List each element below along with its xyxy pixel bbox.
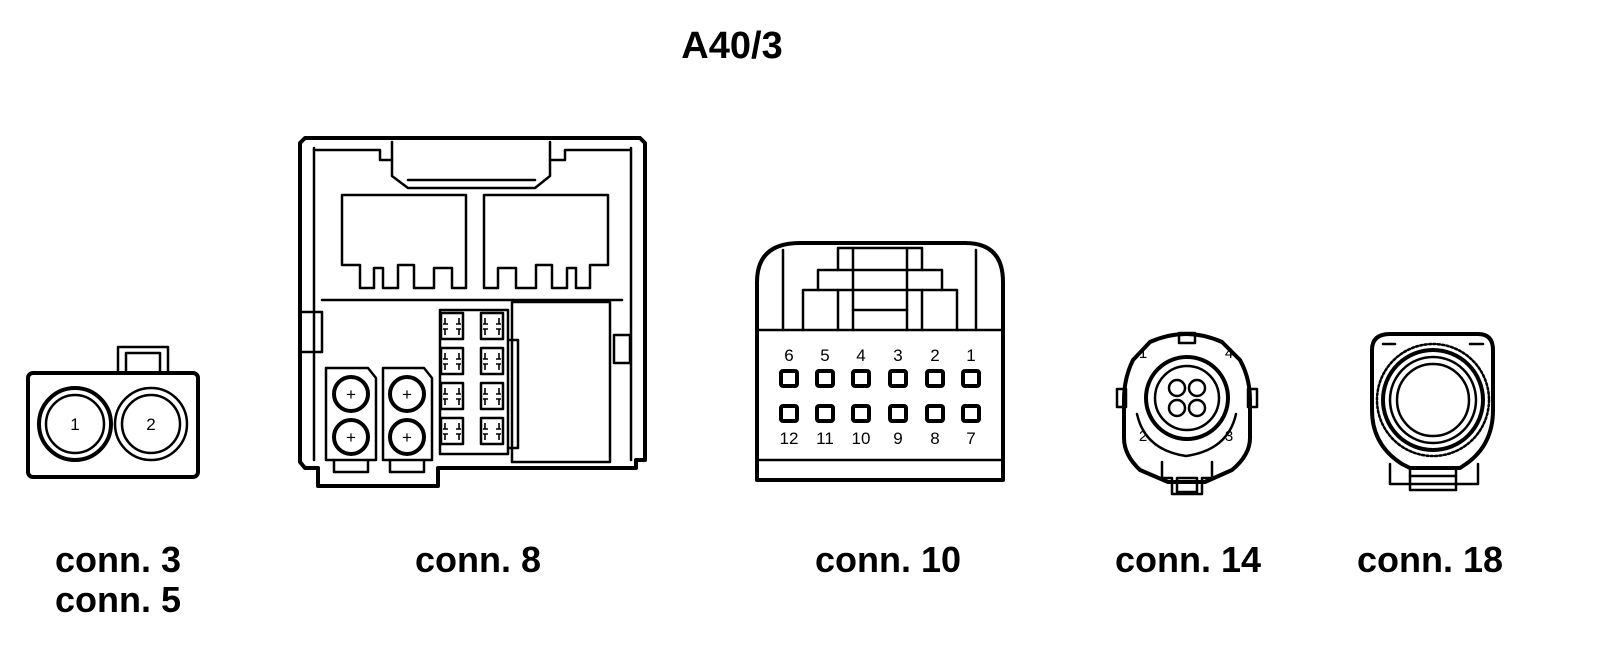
conn10-bottom-pin-12: 12 [780,429,799,448]
conn10-cavity-top-2 [815,369,835,388]
conn10-top-pin-1: 1 [966,346,975,365]
conn10-cavity-bottom-6 [961,404,981,423]
conn10-cavity-bottom-3 [851,404,871,423]
conn10-cavity-bottom-2 [815,404,835,423]
conn8-small-terminals [439,311,505,446]
connector-14: 1 4 2 3 [1115,331,1259,496]
conn10-cavity-bottom-5 [925,404,945,423]
conn10-bottom-pin-11: 11 [816,429,834,448]
conn10-top-pin-4: 4 [856,346,865,365]
conn3-label: conn. 3 [55,539,181,580]
conn10-bottom-pin-7: 7 [966,429,975,448]
conn14-pin-2: 2 [1139,428,1147,445]
conn10-bottom-pin-9: 9 [893,429,902,448]
conn10-cavity-bottom-1 [779,404,799,423]
conn8-terminal-5 [479,311,505,341]
conn8-pin-a: + [346,385,356,404]
conn14-pin-1: 1 [1139,345,1147,362]
conn10-bottom-pin-10: 10 [852,429,871,448]
connector-8: + + + + [298,136,647,488]
conn10-top-pin-5: 5 [820,346,829,365]
connector-3-5: 1 2 [26,345,200,479]
conn10-cavity-top-1 [779,369,799,388]
conn10-cavity-top-6 [961,369,981,388]
conn10-cavity-top-3 [851,369,871,388]
conn8-terminal-2 [439,346,465,376]
conn8-label: conn. 8 [415,539,541,580]
conn8-pin-c: + [402,385,412,404]
diagram-title: A40/3 [681,25,782,67]
conn10-bottom-pin-8: 8 [930,429,939,448]
connector-10: 6 5 4 3 2 1 12 11 10 9 8 7 [755,241,1005,482]
conn14-label: conn. 14 [1115,539,1261,580]
conn8-terminal-4 [439,416,465,446]
connector-18 [1370,332,1495,492]
conn14-pin-4: 4 [1225,345,1233,362]
conn10-label: conn. 10 [815,539,961,580]
conn10-top-pin-2: 2 [930,346,939,365]
conn14-pin-3: 3 [1225,428,1233,445]
conn10-cavity-top-4 [888,369,908,388]
conn8-terminal-8 [479,416,505,446]
conn3-pin-1: 1 [70,415,79,434]
conn10-pin-cavities [779,369,981,423]
conn10-cavity-bottom-4 [888,404,908,423]
conn10-top-pin-6: 6 [784,346,793,365]
conn5-label: conn. 5 [55,579,181,620]
conn8-terminal-1 [439,311,465,341]
conn8-terminal-6 [479,346,505,376]
conn10-top-pin-3: 3 [893,346,902,365]
conn3-pin-2: 2 [146,415,155,434]
conn8-pin-d: + [402,428,412,447]
conn8-terminal-7 [479,381,505,411]
conn18-label: conn. 18 [1357,539,1503,580]
conn10-cavity-top-5 [925,369,945,388]
conn8-pin-b: + [346,428,356,447]
conn8-terminal-3 [439,381,465,411]
